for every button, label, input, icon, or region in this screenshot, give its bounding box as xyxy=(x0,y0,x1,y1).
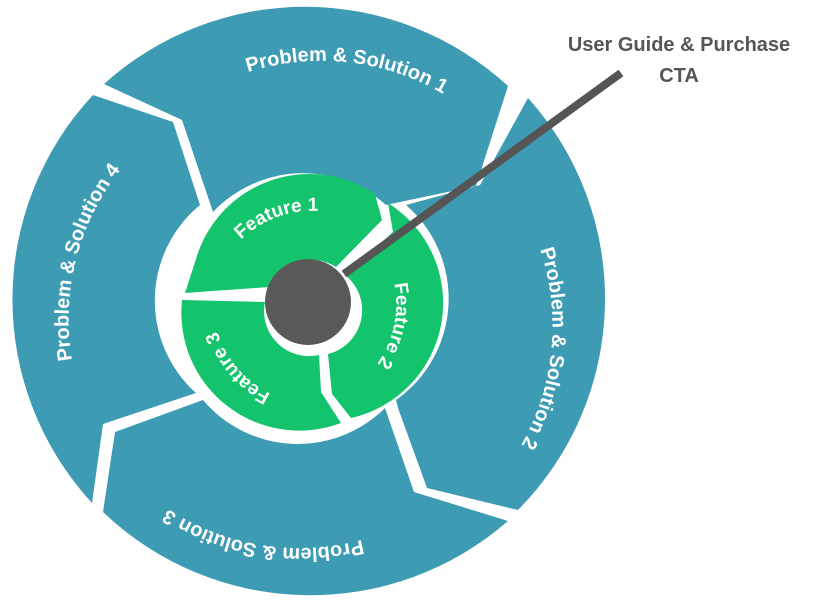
inner-segment-3 xyxy=(181,300,341,431)
inner-segment-1 xyxy=(185,174,382,293)
callout-pointer-line xyxy=(341,69,624,278)
callout-label: User Guide & Purchase CTA xyxy=(531,30,821,92)
center-hub xyxy=(265,259,351,345)
outer-segment-4 xyxy=(12,95,201,503)
callout-line-2: CTA xyxy=(659,65,699,87)
outer-segment-1 xyxy=(104,6,508,213)
callout-line-1: User Guide & Purchase xyxy=(567,34,791,56)
inner-segment-2 xyxy=(328,203,444,418)
outer-segment-3 xyxy=(103,400,508,596)
